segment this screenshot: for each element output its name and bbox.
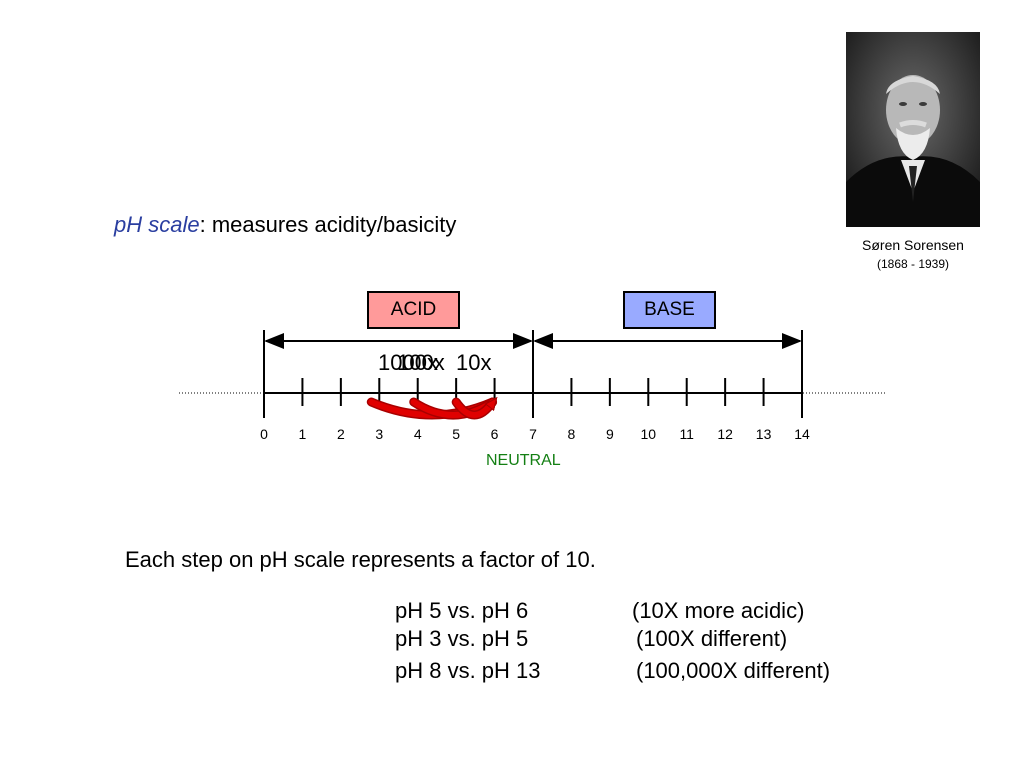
scale-tick-label-1: 1 [299, 426, 307, 442]
title-rest: : measures acidity/basicity [199, 212, 457, 237]
factor-label-10x: 10x [456, 350, 492, 375]
factor-statement: Each step on pH scale represents a facto… [125, 547, 596, 572]
scale-tick-label-7: 7 [529, 426, 537, 442]
scale-tick-label-10: 10 [640, 426, 656, 442]
portrait-photo [846, 32, 980, 227]
scale-tick-label-4: 4 [414, 426, 422, 442]
factor-arrows [366, 397, 498, 420]
scale-tick-label-8: 8 [568, 426, 576, 442]
factor-label-100x: 100x [397, 350, 445, 375]
scale-tick-label-6: 6 [491, 426, 499, 442]
portrait-caption-years: (1868 - 1939) [876, 257, 950, 271]
scale-tick-label-14: 14 [794, 426, 810, 442]
scale-tick-label-2: 2 [337, 426, 345, 442]
comparison-pair-3: pH 8 vs. pH 13 [395, 658, 541, 683]
comparison-note-3: (100,000X different) [636, 658, 831, 683]
comparison-pair-2: pH 3 vs. pH 5 [395, 626, 529, 651]
title-emphasis: pH scale [114, 212, 200, 237]
factor-label-1000x: 1000x [378, 350, 438, 375]
acid-label-box: ACID [367, 291, 460, 329]
scale-tick-label-0: 0 [260, 426, 268, 442]
comparison-note-1: (10X more acidic) [632, 598, 805, 623]
scale-tick-label-9: 9 [606, 426, 614, 442]
scale-tick-label-3: 3 [375, 426, 383, 442]
portrait-caption-name: Søren Sorensen [862, 237, 964, 253]
page-title: pH scale: measures acidity/basicity [114, 212, 456, 238]
factor-arrowhead-3 [484, 397, 498, 411]
comparison-note-2: (100X different) [636, 626, 788, 651]
scale-tick-label-11: 11 [679, 426, 694, 442]
neutral-label: NEUTRAL [486, 452, 561, 469]
scale-tick-label-13: 13 [756, 426, 772, 442]
comparison-pair-1: pH 5 vs. pH 6 [395, 598, 529, 623]
scale-tick-label-12: 12 [717, 426, 733, 442]
scale-tick-label-5: 5 [452, 426, 460, 442]
base-label-box: BASE [623, 291, 716, 329]
